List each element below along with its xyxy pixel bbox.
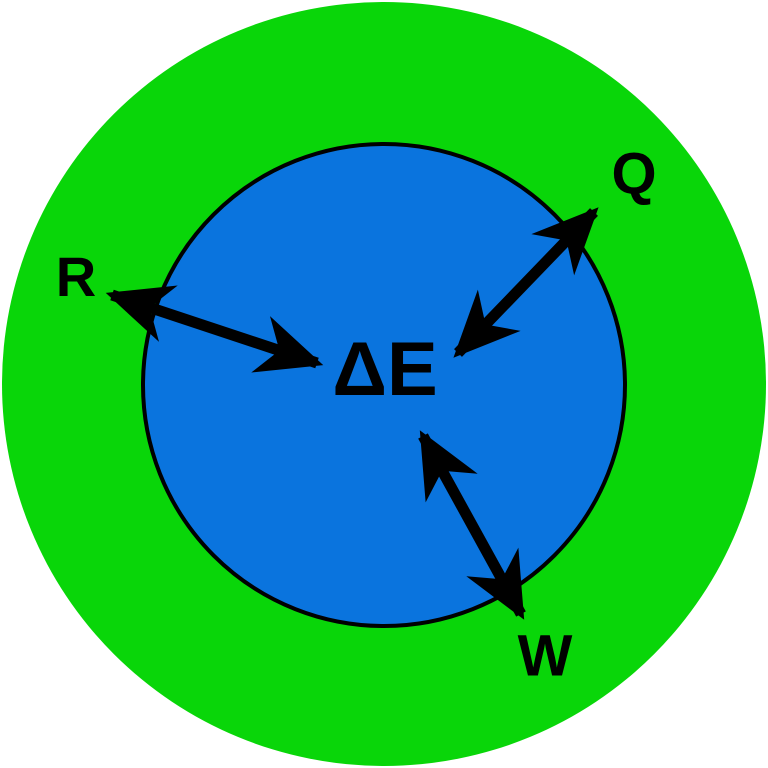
work-arrow (418, 430, 526, 620)
label-delta-e: ΔE (332, 327, 437, 412)
label-Q: Q (611, 141, 656, 206)
heat-arrow (453, 207, 599, 358)
heat-loss-arrow (105, 285, 324, 373)
label-R: R (56, 245, 96, 308)
label-W: W (518, 623, 573, 688)
